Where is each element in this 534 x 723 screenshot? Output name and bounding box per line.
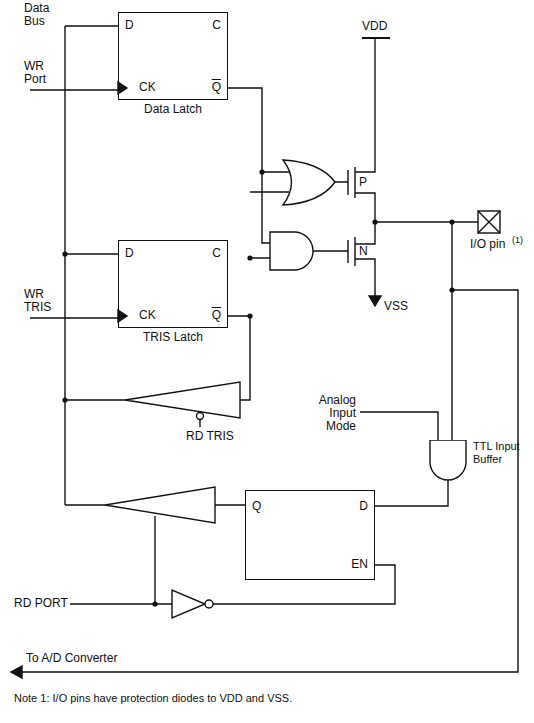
pin-name: EN: [351, 557, 368, 571]
ad-arrow: [11, 666, 22, 678]
vss-arrow: [369, 296, 381, 306]
pin-name: Q: [212, 308, 221, 322]
signal-name: To A/D Converter: [26, 652, 117, 665]
and-gate: [270, 232, 313, 270]
pin-name: D: [359, 499, 368, 513]
transistor-type: N: [359, 245, 368, 258]
note-text: Note 1: I/O pins have protection diodes …: [14, 692, 524, 705]
signal-name: Analog Input Mode: [300, 394, 356, 433]
latch-title: Data Latch: [119, 102, 227, 116]
or-gate: [283, 160, 335, 205]
inverter: [172, 590, 205, 618]
pin-name: Q: [212, 80, 221, 94]
inverter-bubble: [205, 600, 213, 608]
n-transistor: [348, 222, 375, 298]
pin-name: D: [125, 246, 134, 260]
supply-name: VDD: [362, 20, 387, 33]
data-latch-wire: [228, 88, 289, 243]
bus-name: Data Bus: [24, 2, 60, 28]
junction-dots: [62, 169, 454, 606]
pin-name: CK: [139, 308, 156, 322]
write-strobe: [30, 90, 118, 318]
signal-name: WR Port: [24, 60, 60, 86]
signal-name: RD PORT: [14, 597, 68, 610]
io-pin: [478, 211, 500, 233]
latch-title: TRIS Latch: [119, 330, 227, 344]
and-gate-symbol: [426, 440, 472, 486]
supply-name: VSS: [384, 300, 408, 313]
ttl-input-buffer: TTL Input Buffer: [426, 440, 530, 488]
tristate-buffer: [105, 487, 245, 523]
data-latch: DCCKQData Latch: [118, 12, 228, 100]
pin-name: D: [125, 18, 134, 32]
and-gate-symbol: [430, 440, 466, 480]
note-reference: (1): [512, 234, 523, 247]
data-bus: [65, 26, 125, 505]
p-transistor: [348, 38, 375, 222]
pin-name: C: [212, 18, 221, 32]
input-wire: [20, 222, 518, 672]
pin-name: C: [212, 246, 221, 260]
signal-name: WR TRIS: [24, 288, 60, 314]
enable-wire: [199, 420, 200, 427]
pin-name: CK: [139, 80, 156, 94]
enable-bubble: [197, 413, 204, 420]
pin-wire: [375, 221, 478, 222]
tris-latch: DCCKQTRIS Latch: [118, 240, 228, 328]
tris-latch-wire: [228, 192, 289, 400]
clock-mark: [118, 82, 127, 322]
vdd-rail: [362, 37, 390, 39]
signal-name: RD TRIS: [186, 430, 234, 443]
pin-name: I/O pin: [470, 238, 505, 251]
input-latch: Q D EN: [245, 490, 375, 580]
io-pin: [478, 211, 500, 233]
pin-name: TTL Input Buffer: [473, 440, 529, 466]
gate-wire: [313, 182, 348, 251]
tristate-buffer: [125, 382, 240, 418]
transistor-type: P: [359, 176, 367, 189]
pin-name: Q: [252, 499, 261, 513]
analog-mode-wire: [360, 412, 438, 440]
rd-port-wire: [70, 516, 172, 604]
signal-wire: [375, 480, 448, 506]
